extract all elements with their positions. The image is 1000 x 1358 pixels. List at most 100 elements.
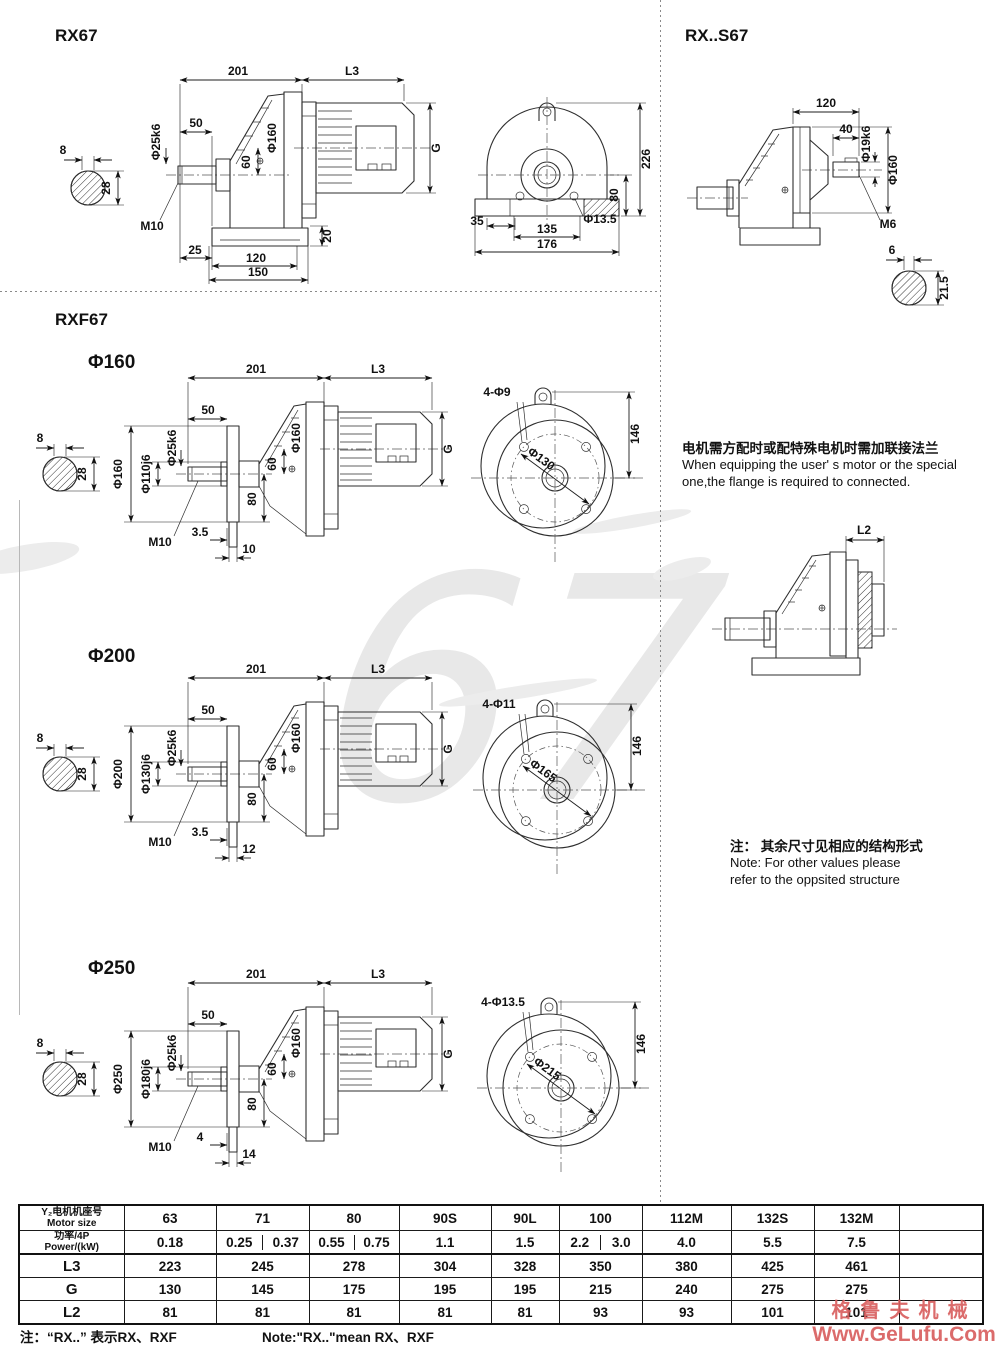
table-subcell: 2.2 — [560, 1234, 601, 1250]
table-cell: 81 — [215, 1300, 310, 1325]
table-cell: 275 — [730, 1277, 815, 1301]
dim-m10: M10 — [148, 535, 172, 549]
power-label-en: Power/(kW) — [44, 1242, 99, 1253]
dim-flange-dia: Φ160 — [886, 155, 900, 185]
dim-m10: M10 — [148, 1140, 172, 1154]
table-cell: 81 — [308, 1300, 400, 1325]
dimensions: 226 80 35 Φ13.5 135 176 — [470, 102, 653, 256]
dim-g: G — [429, 143, 443, 152]
dim-m10: M10 — [148, 835, 172, 849]
gear-unit-outline — [687, 126, 882, 246]
table-cell: 328 — [490, 1253, 560, 1278]
housing-outline — [474, 97, 622, 225]
table-cell: 130 — [123, 1277, 217, 1301]
rxf67-side-view-250: 8 28 201 L3 50 Φ2 — [36, 967, 455, 1167]
table-cell: 132M — [813, 1204, 900, 1231]
rxf67-side-view-160: 8 28 201 L3 50 Φ2 — [36, 362, 455, 562]
dim-80: 80 — [245, 492, 259, 506]
dim-m10: M10 — [140, 219, 164, 233]
dimensions: 201 L3 50 Φ25k6 Φ180j6 Φ250 60 80 Φ160 G… — [111, 967, 455, 1167]
dim-flange-dia: Φ160 — [265, 123, 279, 153]
dim-60: 60 — [265, 757, 279, 771]
scan-artifact-line — [19, 500, 20, 1015]
table-row-l2: L2 81 81 81 81 81 93 93 101 101 — [18, 1300, 984, 1325]
table-cell: 81 — [398, 1300, 492, 1325]
table-cell: 132S — [730, 1204, 815, 1231]
flange-outline — [473, 699, 645, 876]
power-label-cn: 功率/4P — [54, 1231, 90, 1242]
flange-outline — [471, 387, 643, 564]
dim-60: 60 — [265, 1062, 279, 1076]
other-values-note-en2: refer to the oppsited structure — [730, 871, 900, 887]
shaft-key-section: 8 28 — [60, 143, 124, 206]
dim-120: 120 — [246, 251, 266, 265]
table-cell: 93 — [558, 1300, 643, 1325]
table-subcell: 3.0 — [611, 1234, 631, 1250]
motor-fins — [340, 717, 372, 781]
dim-146: 146 — [634, 1034, 648, 1054]
dim-key-height: 28 — [75, 467, 89, 481]
dim-226: 226 — [639, 149, 653, 169]
table-cell: 350 — [558, 1253, 643, 1278]
brand-url: Www.GeLufu.Com — [812, 1323, 996, 1346]
table-cell: 90S — [398, 1204, 492, 1231]
table-cell: 304 — [398, 1253, 492, 1278]
dim-shaft: Φ25k6 — [165, 729, 179, 766]
dim-201: 201 — [228, 64, 248, 78]
dim-150: 150 — [248, 265, 268, 279]
dim-60: 60 — [265, 457, 279, 471]
dim-motor-flange: Φ160 — [289, 1028, 303, 1058]
variant-title-250: Φ250 — [88, 958, 136, 979]
dim-m6: M6 — [880, 217, 897, 231]
table-cell: 71 — [215, 1204, 310, 1231]
dim-g: G — [441, 744, 455, 753]
dim-176: 176 — [537, 237, 557, 251]
brand-watermark: 格鲁夫机械 Www.GeLufu.Com — [806, 1294, 1000, 1347]
motor-fins — [340, 1022, 372, 1086]
dim-l2: L2 — [857, 523, 871, 537]
table-cell: 275 — [813, 1277, 900, 1301]
table-header-motor-size: Y₂电机机座号 Motor size — [18, 1204, 125, 1231]
dashed-separator-horizontal — [0, 291, 660, 292]
dim-thickness: 10 — [242, 542, 256, 556]
motor-size-label-cn: Y₂电机机座号 — [41, 1207, 103, 1218]
dim-50: 50 — [201, 1008, 215, 1022]
table-row-g: G 130 145 175 195 195 215 240 275 275 — [18, 1277, 984, 1301]
dim-key-height: 21.5 — [937, 276, 951, 300]
table-cell: 101 — [730, 1300, 815, 1325]
dim-key-width: 8 — [37, 431, 44, 445]
dim-50: 50 — [201, 703, 215, 717]
footer-note: 注：“RX..” 表示RX、RXF Note:"RX.."mean RX、RXF — [20, 1326, 434, 1346]
table-row-motor-size: Y₂电机机座号 Motor size 63 71 80 90S 90L 100 … — [18, 1204, 984, 1231]
dim-bolt-holes: 4-Φ9 — [483, 385, 511, 399]
table-cell-split: 2.2 3.0 — [558, 1230, 643, 1255]
gear-unit-outline — [166, 91, 432, 247]
gear-unit-outline — [712, 551, 897, 676]
table-cell: 81 — [490, 1300, 560, 1325]
dim-shaft: Φ25k6 — [165, 1034, 179, 1071]
table-subcell: 0.25 — [217, 1234, 263, 1250]
rxf67-flange-view-250: 4-Φ13.5 Φ215 146 — [477, 995, 649, 1174]
footer-note-cn: 注：“RX..” 表示RX、RXF — [20, 1330, 177, 1345]
flange-note-en1: When equipping the user' s motor or the … — [682, 457, 957, 473]
table-row-l3: L3 223 245 278 304 328 350 380 425 461 — [18, 1253, 984, 1278]
dim-bolt-holes: 4-Φ11 — [482, 697, 516, 711]
dim-offset: 4 — [197, 1130, 204, 1144]
dim-40: 40 — [839, 122, 853, 136]
table-header-power: 功率/4P Power/(kW) — [18, 1230, 125, 1255]
flange-note-cn: 电机需方配时或配特殊电机时需加联接法兰 — [682, 441, 939, 456]
shaft-key-section: 6 21.5 — [886, 243, 951, 306]
gear-unit-outline — [176, 701, 450, 848]
dim-l3: L3 — [345, 64, 359, 78]
dim-135: 135 — [537, 222, 557, 236]
table-cell: 195 — [490, 1277, 560, 1301]
table-cell: 223 — [123, 1253, 217, 1278]
brand-name-cn: 格鲁夫机械 — [831, 1300, 977, 1322]
rxs67-side-view: 120 40 Φ19k6 Φ160 M6 6 21.5 — [687, 96, 951, 306]
dim-g: G — [441, 1049, 455, 1058]
dimensions: 120 40 Φ19k6 Φ160 M6 — [792, 96, 900, 231]
dim-shaft-dia: Φ19k6 — [859, 125, 873, 162]
dim-120: 120 — [816, 96, 836, 110]
